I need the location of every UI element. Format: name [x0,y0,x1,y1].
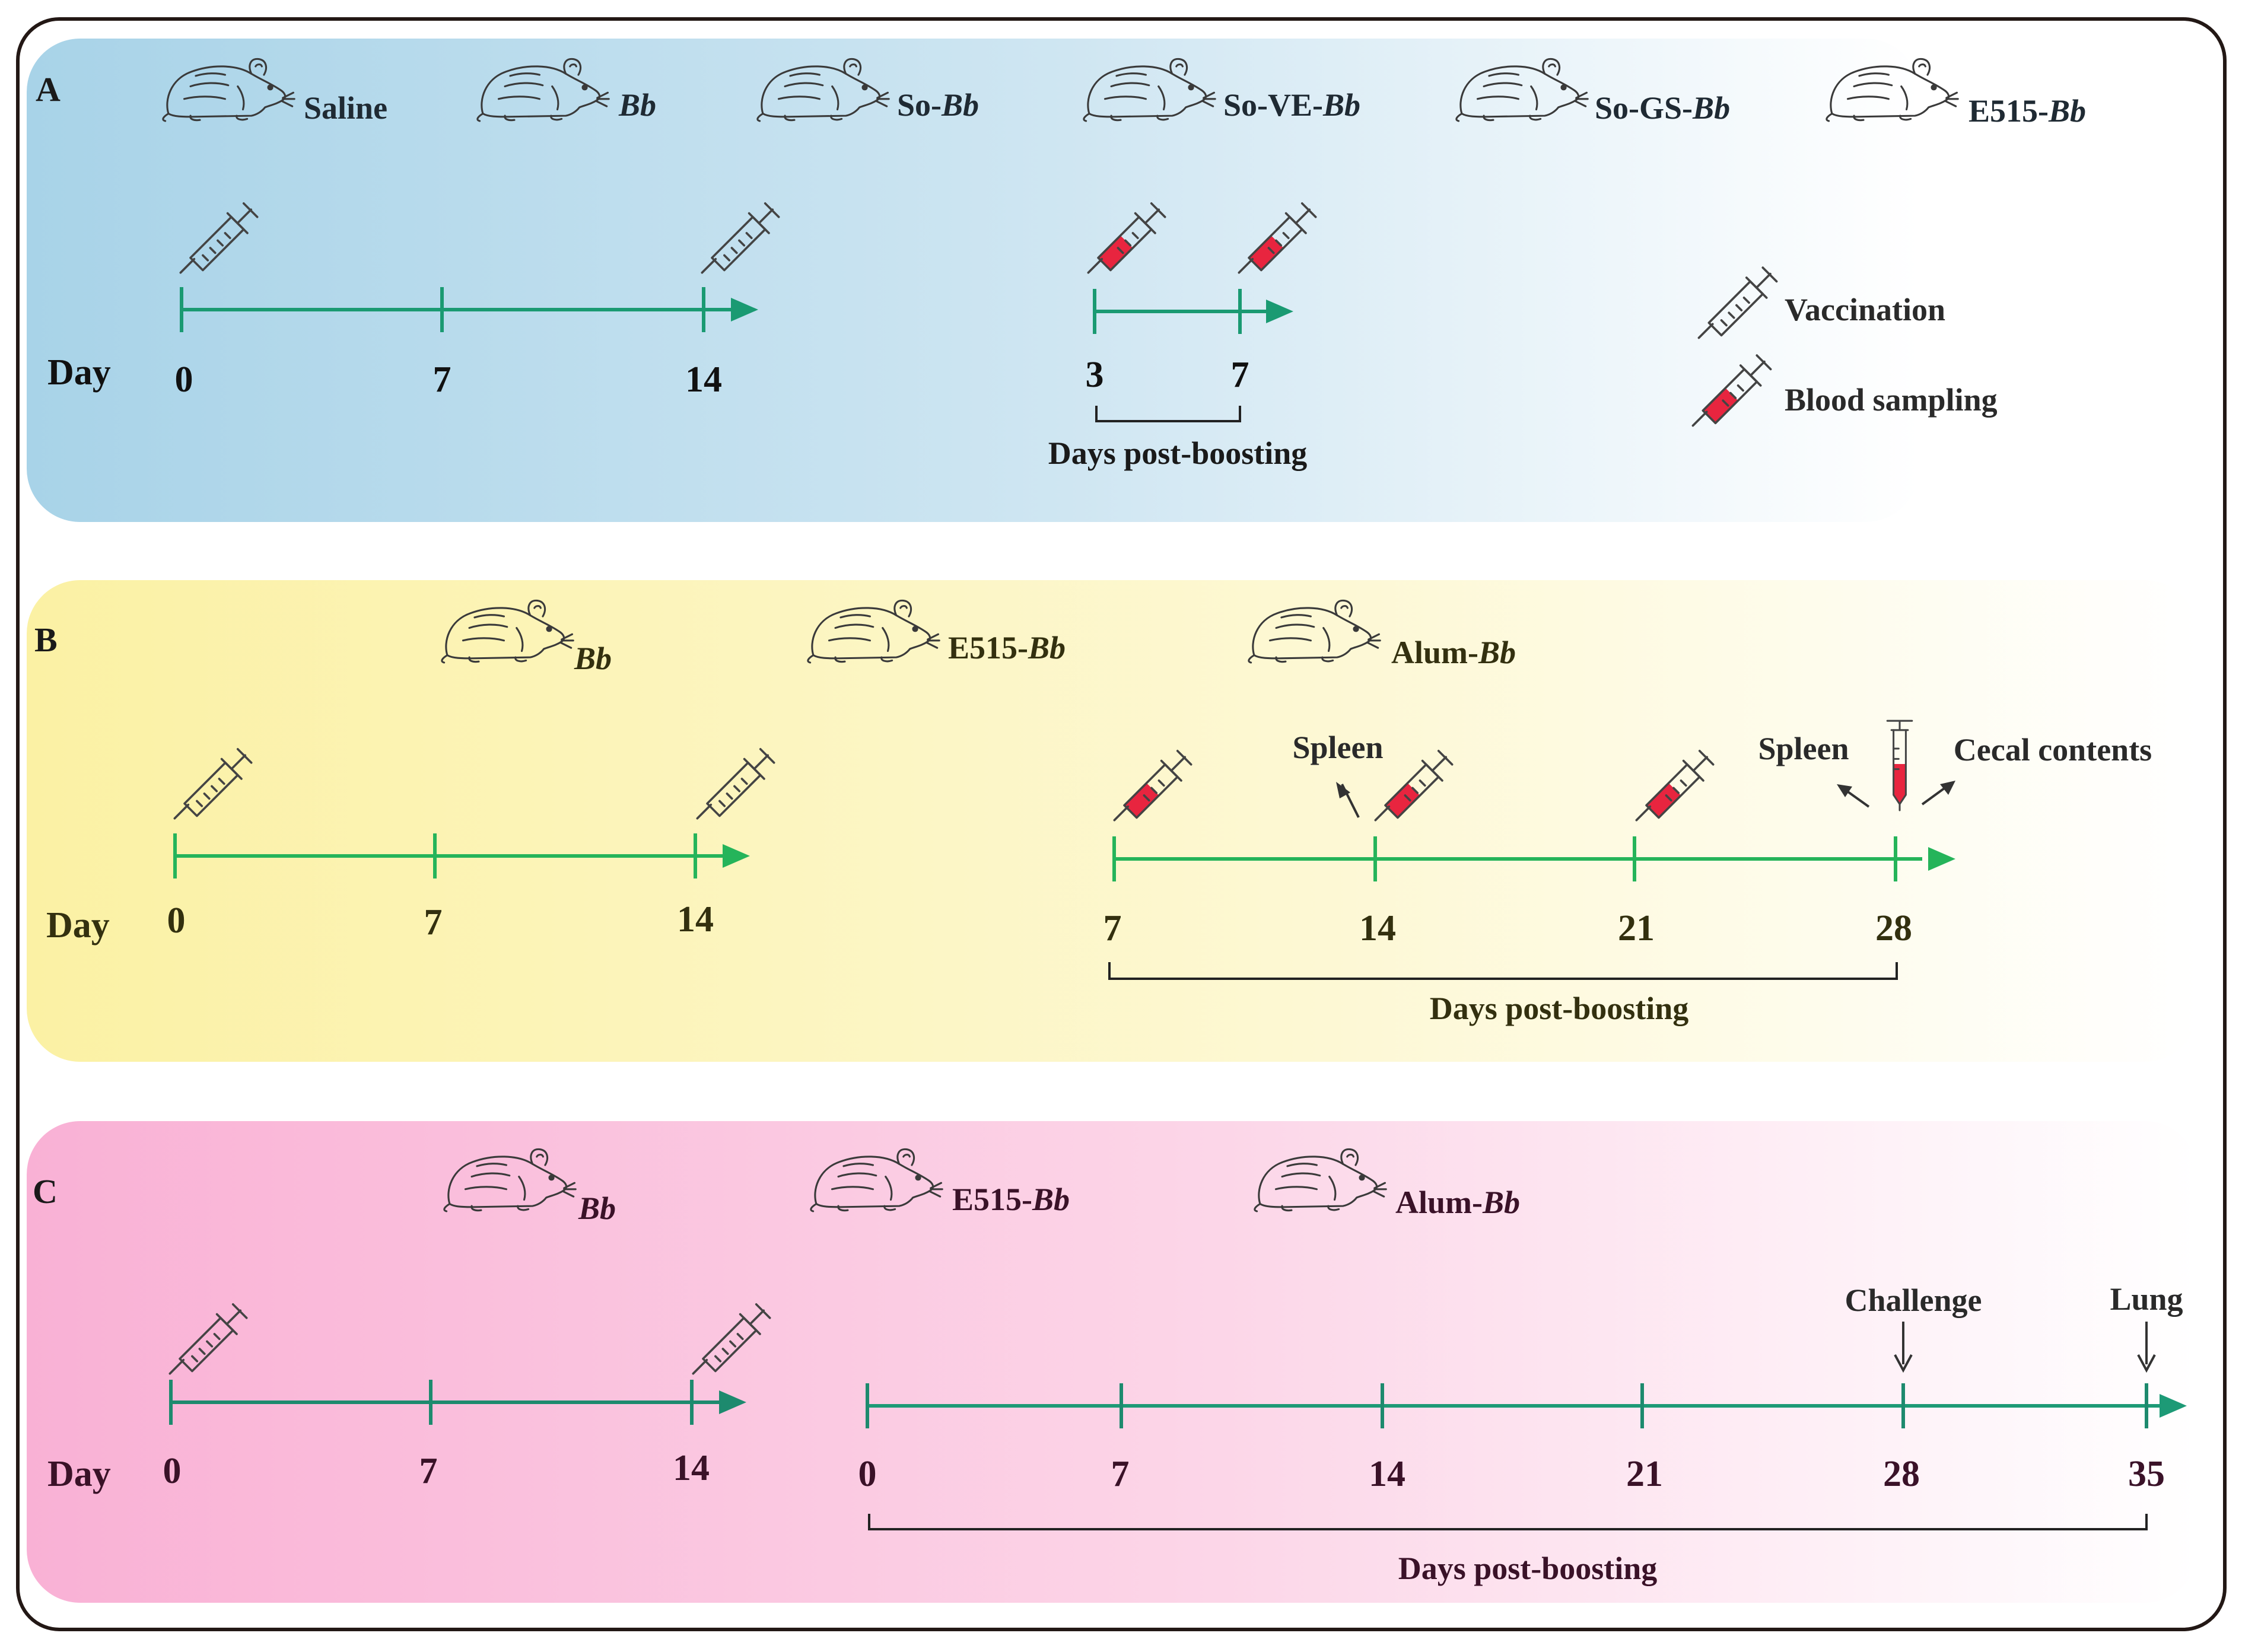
panel-a-day-tick-label: 14 [685,359,722,400]
arrow-icon [731,298,758,322]
post-boost-bracket [1095,406,1241,422]
panel-b-post-boost-label: Days post-boosting [1430,991,1689,1026]
annotation-spleen-day14: Spleen [1292,730,1383,765]
arrow-icon [1940,781,1955,795]
legend-vaccination-label: Vaccination [1785,292,1945,327]
panel-c-letter: C [33,1172,58,1211]
panel-c-day-tick-label: 7 [419,1451,438,1491]
panel-c-post-boost-tick-label: 14 [1369,1454,1405,1494]
panel-c-post-boost-label: Days post-boosting [1398,1551,1658,1586]
annotation-lung: Lung [2110,1281,2183,1317]
panel-b-group-label: Alum-Bb [1391,635,1516,670]
panel-c-post-boost-tick-label: 7 [1111,1454,1130,1494]
panel-a-group-label: E515-Bb [1968,93,2086,129]
arrow-icon [1894,1354,1913,1373]
panel-a-group-label: Bb [618,87,656,123]
panel-b-post-boost-tick-label: 14 [1359,908,1396,948]
panel-c-day-label: Day [47,1454,111,1494]
panel-b-day-tick-label: 0 [167,900,186,941]
panel-b-background [27,580,2198,1062]
arrow-icon [723,844,750,868]
panel-a-group-label: So-VE-Bb [1223,87,1360,123]
panel-c-post-boost-tick-label: 0 [858,1454,877,1494]
arrow-icon [1837,784,1852,797]
panel-a-post-boost-tick-label: 7 [1231,355,1249,395]
arrow-icon [1266,300,1293,323]
panel-a-post-boost-label: Days post-boosting [1048,435,1308,471]
panel-c-day-tick-label: 14 [673,1448,710,1488]
post-boost-bracket [1108,962,1898,980]
panel-a: A Saline Bb So-Bb So-VE-Bb So-GS-Bb E515… [36,58,2086,471]
panel-c-background [27,1121,2198,1603]
panel-a-group-label: Saline [304,90,387,126]
panel-b-post-boost-tick-label: 28 [1875,908,1912,948]
panel-b-group-label: Bb [574,641,612,676]
panel-b-day-tick-label: 14 [677,899,714,940]
panel-a-day-label: Day [47,352,111,393]
panel-a-post-boost-tick-label: 3 [1086,355,1104,395]
panel-c-group-label: Bb [578,1191,616,1226]
arrow-icon [1336,782,1350,798]
legend-blood-sampling-label: Blood sampling [1785,382,1998,418]
panel-a-letter: A [36,70,61,109]
arrow-icon [2137,1354,2156,1373]
panel-a-group-label: So-Bb [897,87,979,123]
panel-c-post-boost-tick-label: 35 [2128,1454,2165,1494]
panel-c: C Bb E515-Bb Alum-Bb Day 0 7 14 0 7 14 2… [33,1148,2187,1586]
panel-c-group-label: Alum-Bb [1395,1185,1520,1220]
arrow-icon [719,1390,746,1414]
panel-c-group-label: E515-Bb [952,1182,1070,1217]
panel-b-day-tick-label: 7 [424,902,443,943]
panel-a-group-label: So-GS-Bb [1595,90,1730,126]
panel-a-day-tick-label: 0 [175,359,193,400]
panel-c-post-boost-tick-label: 28 [1883,1454,1920,1494]
panel-a-day-tick-label: 7 [433,359,451,400]
annotation-challenge: Challenge [1845,1282,1982,1318]
panel-b-post-boost-tick-label: 7 [1103,908,1122,948]
panel-b-day-label: Day [46,905,110,946]
arrow-icon [2160,1394,2187,1418]
annotation-cecal-contents: Cecal contents [1954,732,2152,768]
panel-b-post-boost-tick-label: 21 [1618,908,1655,948]
post-boost-bracket [868,1514,2148,1530]
panel-a-background [27,39,1919,522]
panel-b: B Bb E515-Bb Alum-Bb Day 0 7 14 7 14 21 [34,599,2152,1026]
panel-c-post-boost-tick-label: 21 [1626,1454,1663,1494]
annotation-spleen-day28: Spleen [1758,731,1849,766]
panel-c-day-tick-label: 0 [163,1451,182,1491]
arrow-icon [1928,847,1955,871]
panel-b-group-label: E515-Bb [948,630,1066,666]
panel-b-letter: B [34,620,58,659]
